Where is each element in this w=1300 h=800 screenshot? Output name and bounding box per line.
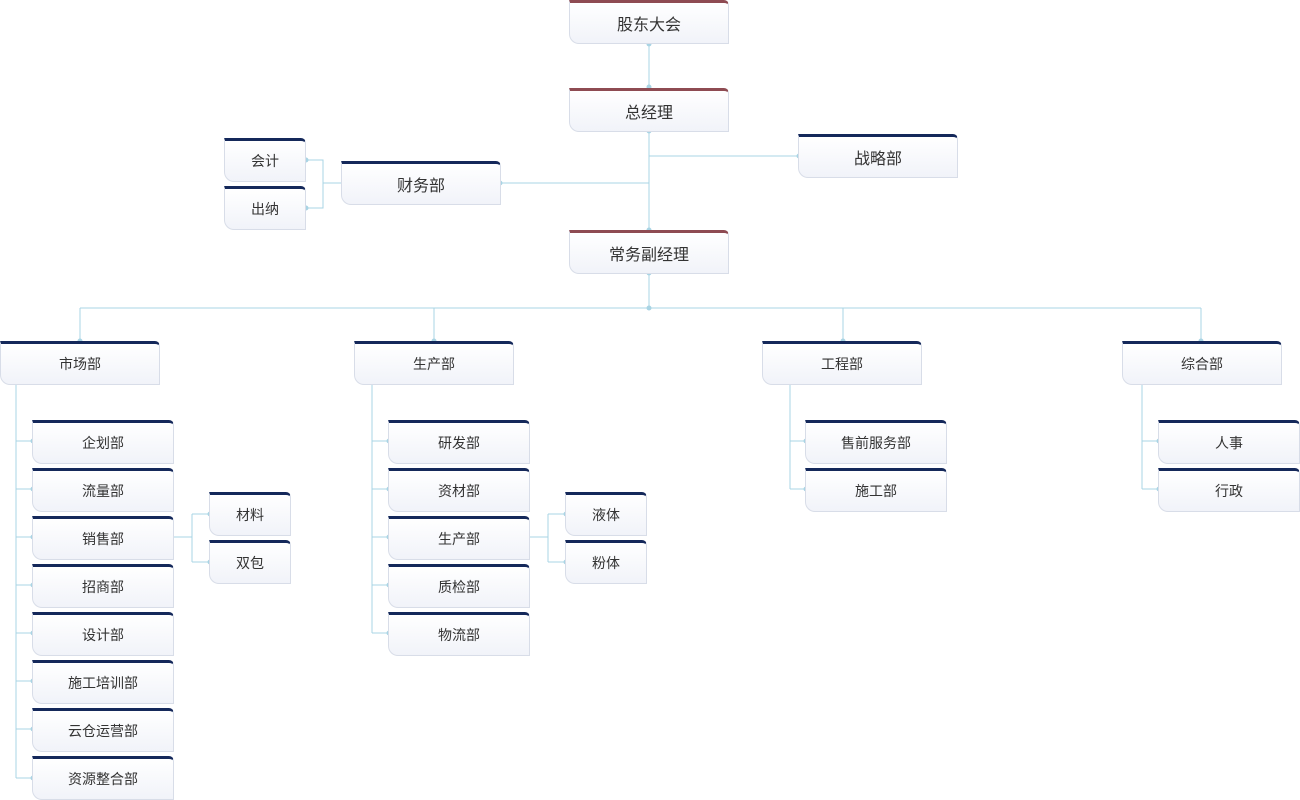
node-material: 材料 xyxy=(209,492,291,536)
node-double-pack: 双包 xyxy=(209,540,291,584)
node-presales: 售前服务部 xyxy=(805,420,947,464)
node-planning: 企划部 xyxy=(32,420,174,464)
node-production: 生产部 xyxy=(354,341,514,385)
node-liquid: 液体 xyxy=(565,492,647,536)
node-production-sub: 生产部 xyxy=(388,516,530,560)
node-cloud-warehouse: 云仓运营部 xyxy=(32,708,174,752)
node-finance: 财务部 xyxy=(341,161,501,205)
node-rnd: 研发部 xyxy=(388,420,530,464)
node-general-affairs: 综合部 xyxy=(1122,341,1282,385)
node-logistics: 物流部 xyxy=(388,612,530,656)
node-market: 市场部 xyxy=(0,341,160,385)
node-accounting: 会计 xyxy=(224,138,306,182)
node-construction: 施工部 xyxy=(805,468,947,512)
node-powder: 粉体 xyxy=(565,540,647,584)
node-hr: 人事 xyxy=(1158,420,1300,464)
node-engineering: 工程部 xyxy=(762,341,922,385)
node-design: 设计部 xyxy=(32,612,174,656)
node-deputy-manager: 常务副经理 xyxy=(569,230,729,274)
node-strategy: 战略部 xyxy=(798,134,958,178)
node-training: 施工培训部 xyxy=(32,660,174,704)
node-general-manager: 总经理 xyxy=(569,88,729,132)
node-admin: 行政 xyxy=(1158,468,1300,512)
node-cashier: 出纳 xyxy=(224,186,306,230)
node-supply: 资材部 xyxy=(388,468,530,512)
node-investment: 招商部 xyxy=(32,564,174,608)
node-sales: 销售部 xyxy=(32,516,174,560)
node-resource-integration: 资源整合部 xyxy=(32,756,174,800)
node-traffic: 流量部 xyxy=(32,468,174,512)
node-shareholders: 股东大会 xyxy=(569,0,729,44)
node-quality: 质检部 xyxy=(388,564,530,608)
